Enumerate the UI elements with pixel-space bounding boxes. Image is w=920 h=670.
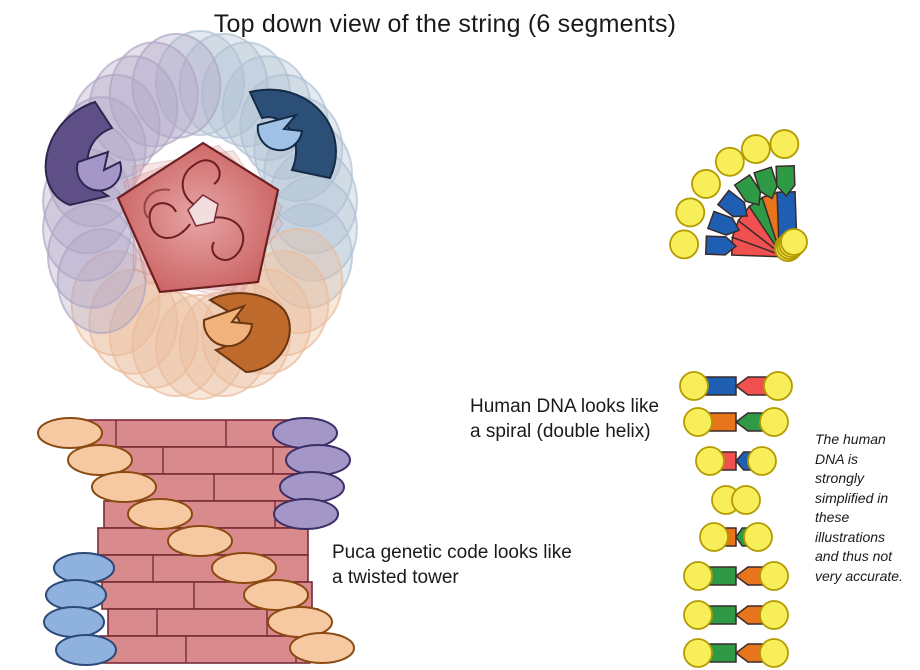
sugar-left — [683, 600, 713, 630]
base-pair — [699, 522, 773, 552]
sugar-right — [759, 561, 789, 591]
fan-sugar — [769, 129, 800, 159]
sugar-left — [679, 371, 709, 401]
sugar-right — [759, 638, 789, 668]
segment-blue — [248, 88, 337, 180]
base-pair — [695, 446, 777, 476]
human-dna-caption: Human DNA looks like a spiral (double he… — [470, 394, 659, 444]
puca-blue-unit — [43, 606, 105, 638]
fan-bar-outer — [753, 166, 779, 200]
fan-bar-outer — [716, 189, 748, 218]
fan-sugar — [691, 169, 721, 199]
base-pair — [679, 371, 793, 401]
accuracy-note: The human DNA is strongly simplified in … — [815, 430, 915, 586]
dna-fan-icon — [669, 129, 808, 262]
sugar-right — [747, 446, 777, 476]
puca-caption-line-2: a twisted tower — [332, 567, 459, 588]
puca-blue-unit — [45, 579, 107, 611]
fan-bar-outer — [775, 164, 796, 198]
note-line: these — [815, 509, 850, 525]
faded-segment — [47, 202, 137, 309]
puca-top-view-icon — [42, 30, 358, 400]
puca-peach-unit — [211, 552, 277, 584]
puca-peach-unit — [167, 525, 233, 557]
puca-caption: Puca genetic code looks like a twisted t… — [332, 540, 572, 590]
fan-center-sugar — [780, 228, 808, 256]
puca-purple-unit — [279, 471, 345, 503]
sugar-left — [699, 522, 729, 552]
faded-segment — [178, 32, 269, 139]
note-line: simplified in — [815, 489, 889, 506]
note-line: very accurate. — [815, 567, 903, 584]
human-dna-caption-line-1: Human DNA looks like — [470, 396, 660, 417]
fan-bar-outer — [706, 210, 741, 236]
brick-row — [99, 635, 311, 664]
base-pair — [683, 561, 789, 591]
segment-orange — [202, 292, 291, 374]
faded-segment — [56, 228, 147, 334]
puca-peach-unit — [37, 417, 103, 449]
puca-blue-unit — [53, 552, 115, 584]
sugar-left — [683, 407, 713, 437]
sugar-left — [683, 561, 713, 591]
sugar-right — [759, 600, 789, 630]
faded-segment — [70, 250, 161, 357]
sugar-right — [759, 407, 789, 437]
fan-sugar — [740, 134, 771, 164]
puca-purple-unit — [285, 444, 351, 476]
puca-peach-unit — [289, 632, 355, 664]
fan-bar-outer — [704, 235, 738, 256]
puca-caption-line-1: Puca genetic code looks like — [332, 542, 572, 563]
puca-peach-unit — [243, 579, 309, 611]
puca-peach-unit — [127, 498, 193, 530]
base-pair — [711, 485, 761, 515]
base-pair — [683, 638, 789, 668]
note-line: illustrations — [815, 528, 886, 545]
dna-ladder-icon — [679, 371, 793, 668]
note-line: DNA is — [815, 450, 859, 467]
tower-layer — [99, 635, 311, 664]
hub-arms — [143, 159, 245, 261]
puca-peach-unit — [91, 471, 157, 503]
tower-layer — [85, 419, 297, 448]
fan-sugar — [675, 197, 706, 228]
sugar-right — [731, 485, 761, 515]
sugar-right — [763, 371, 793, 401]
puca-peach-unit — [67, 444, 133, 476]
puca-purple-unit — [272, 417, 338, 449]
base-pair — [683, 600, 789, 630]
fan-bar-outer — [733, 173, 762, 206]
note-line: and thus not — [815, 548, 893, 564]
human-dna-caption-line-2: a spiral (double helix) — [470, 421, 651, 442]
hub-core — [187, 194, 219, 227]
fan-sugar — [714, 146, 745, 177]
twisted-tower-icon — [37, 417, 355, 666]
faded-segment — [131, 32, 222, 139]
note-line: strongly — [815, 470, 865, 486]
puca-blue-unit — [55, 634, 117, 666]
faded-segment — [108, 41, 199, 148]
brick-row — [85, 419, 297, 448]
note-line: The human — [815, 431, 886, 447]
puca-purple-unit — [273, 498, 339, 530]
base-pair — [683, 407, 789, 437]
diagram-title: Top down view of the string (6 segments) — [213, 10, 677, 38]
sugar-left — [683, 638, 713, 668]
segment-purple — [44, 100, 122, 207]
sugar-left — [695, 446, 725, 476]
faded-segment — [88, 268, 179, 375]
sugar-right — [743, 522, 773, 552]
fan-sugar — [669, 229, 699, 260]
